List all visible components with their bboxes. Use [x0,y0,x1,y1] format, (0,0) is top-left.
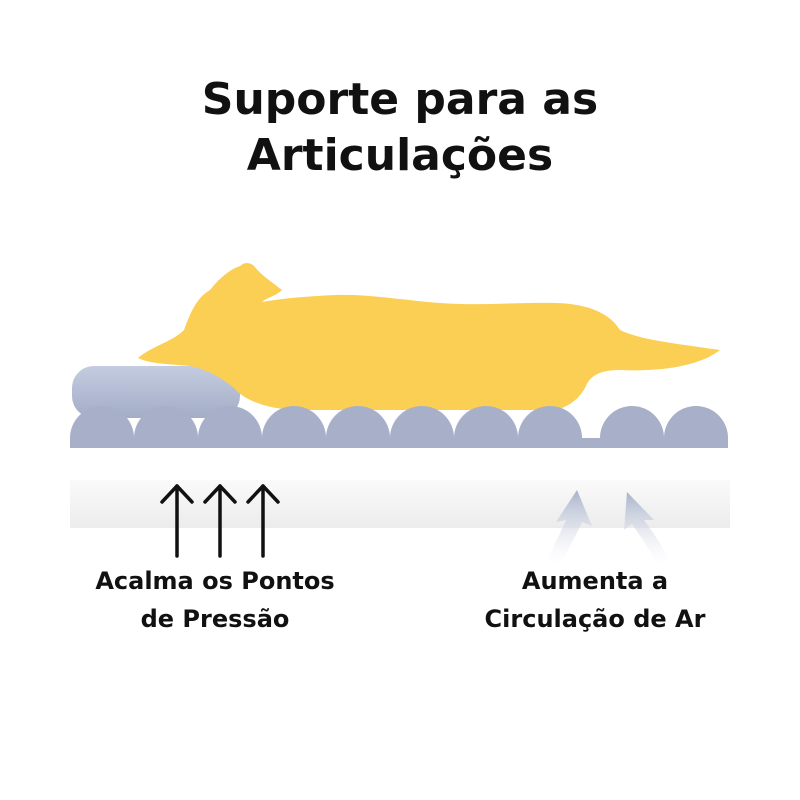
bump [390,406,454,448]
curved-arrow-up-icon [546,490,592,566]
bump [198,406,262,448]
bump [518,406,582,448]
bump [262,406,326,448]
caption-air-circulation: Aumenta a Circulação de Ar [440,562,750,638]
bolster-pillow [72,366,240,418]
caption-right-line-1: Aumenta a [521,567,669,595]
bump [70,406,134,448]
bump [326,406,390,448]
curved-arrow-up-icon [624,492,670,566]
airflow-arrows [546,490,670,566]
caption-pressure-points: Acalma os Pontos de Pressão [60,562,370,638]
arrow-up-icon [246,484,280,558]
dog-silhouette [138,263,720,410]
title-line-1: Suporte para as [201,74,599,125]
pressure-arrows [160,484,280,558]
caption-left-line-1: Acalma os Pontos [95,567,335,595]
bump [664,406,728,448]
bump [600,406,664,448]
arrow-up-icon [160,484,194,558]
caption-left-line-2: de Pressão [140,605,290,633]
arrow-up-icon [203,484,237,558]
bump [134,406,198,448]
bump-gap [582,438,600,448]
mattress-bumps [70,406,728,448]
page-title: Suporte para as Articulações [0,72,800,184]
bump [454,406,518,448]
caption-right-line-2: Circulação de Ar [484,605,706,633]
title-line-2: Articulações [246,130,554,181]
